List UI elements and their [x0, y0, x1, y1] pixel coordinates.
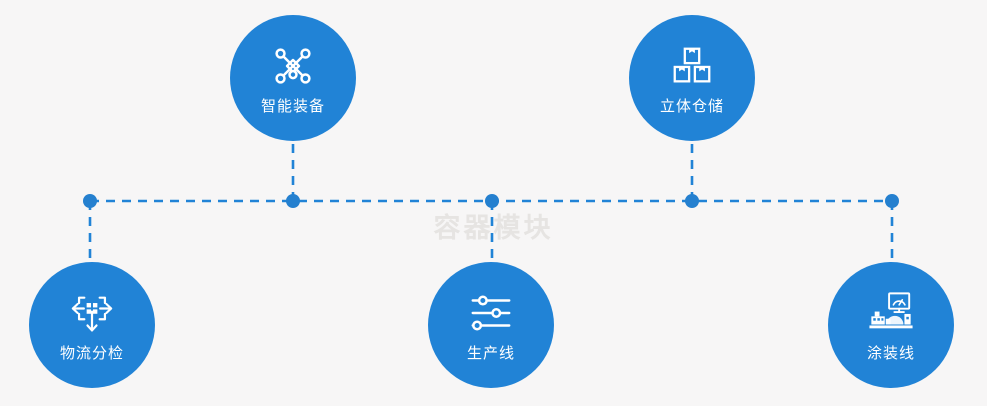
spine-dot-1[interactable]	[83, 194, 97, 208]
spine-dot-2[interactable]	[286, 194, 300, 208]
module-label-tuzhuangxian: 涂装线	[866, 344, 915, 362]
module-circle-liti-cangchu[interactable]: 立体仓储	[629, 15, 755, 141]
module-label-zhineng-zhuangbei: 智能装备	[260, 97, 325, 115]
watermark-text: 容器模块	[433, 213, 554, 243]
module-label-shengchanxian: 生产线	[466, 344, 515, 362]
stacked-boxes-icon	[669, 43, 715, 89]
factory-monitor-icon	[868, 290, 914, 336]
spine-dot-5[interactable]	[885, 194, 899, 208]
module-circle-wuliu-fenjian[interactable]: 物流分检	[29, 262, 155, 388]
module-circle-zhineng-zhuangbei[interactable]: 智能装备	[230, 15, 356, 141]
module-label-liti-cangchu: 立体仓储	[659, 97, 724, 115]
sliders-icon	[468, 290, 514, 336]
spine-dot-4[interactable]	[685, 194, 699, 208]
module-circle-shengchanxian[interactable]: 生产线	[428, 262, 554, 388]
sorting-arrows-icon	[69, 290, 115, 336]
module-circle-tuzhuangxian[interactable]: 涂装线	[828, 262, 954, 388]
module-label-wuliu-fenjian: 物流分检	[59, 344, 124, 362]
network-nodes-icon	[270, 43, 316, 89]
